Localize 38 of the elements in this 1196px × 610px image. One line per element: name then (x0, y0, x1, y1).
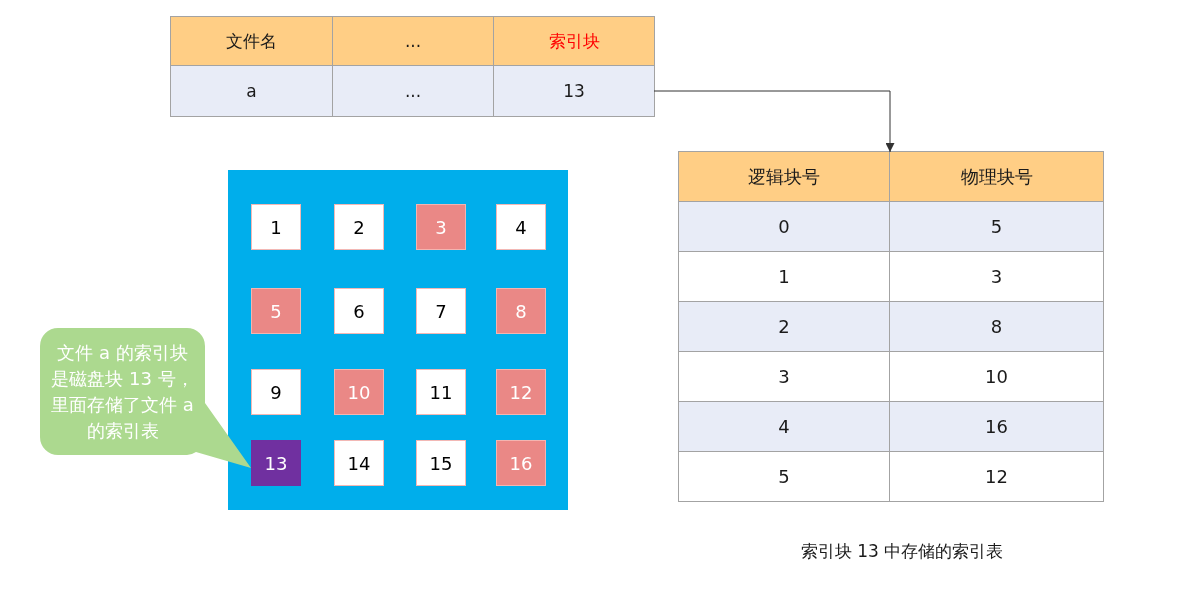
disk-block: 8 (496, 288, 546, 334)
table-cell: ... (333, 66, 494, 116)
table-header-cell: ... (333, 17, 494, 66)
table-header-cell: 物理块号 (890, 152, 1103, 202)
table-caption: 索引块 13 中存储的索引表 (800, 540, 1004, 563)
table-cell: 0 (679, 202, 890, 252)
disk-block: 12 (496, 369, 546, 415)
disk-block: 5 (251, 288, 301, 334)
disk-block: 7 (416, 288, 466, 334)
disk-block: 16 (496, 440, 546, 486)
table-cell: 8 (890, 302, 1103, 352)
speech-bubble: 文件 a 的索引块是磁盘块 13 号，里面存储了文件 a 的索引表 (40, 328, 252, 469)
table-cell: 1 (679, 252, 890, 302)
disk-block: 14 (334, 440, 384, 486)
table-cell: 13 (494, 66, 654, 116)
disk-block: 13 (251, 440, 301, 486)
disk-block: 10 (334, 369, 384, 415)
disk-block: 9 (251, 369, 301, 415)
table-cell: 2 (679, 302, 890, 352)
table-header-cell: 索引块 (494, 17, 654, 66)
disk-block: 3 (416, 204, 466, 250)
table-cell: 5 (890, 202, 1103, 252)
table-cell: 16 (890, 402, 1103, 452)
disk-block: 15 (416, 440, 466, 486)
table-header-cell: 逻辑块号 (679, 152, 890, 202)
arrow (653, 90, 895, 153)
table-header-cell: 文件名 (171, 17, 333, 66)
file-table (171, 17, 654, 116)
index-table (679, 152, 1103, 501)
disk-block: 11 (416, 369, 466, 415)
disk-block: 6 (334, 288, 384, 334)
disk-block: 4 (496, 204, 546, 250)
table-cell: 3 (679, 352, 890, 402)
table-cell: a (171, 66, 333, 116)
disk-block: 2 (334, 204, 384, 250)
disk-block: 1 (251, 204, 301, 250)
disk-area (228, 170, 568, 510)
table-cell: 4 (679, 402, 890, 452)
